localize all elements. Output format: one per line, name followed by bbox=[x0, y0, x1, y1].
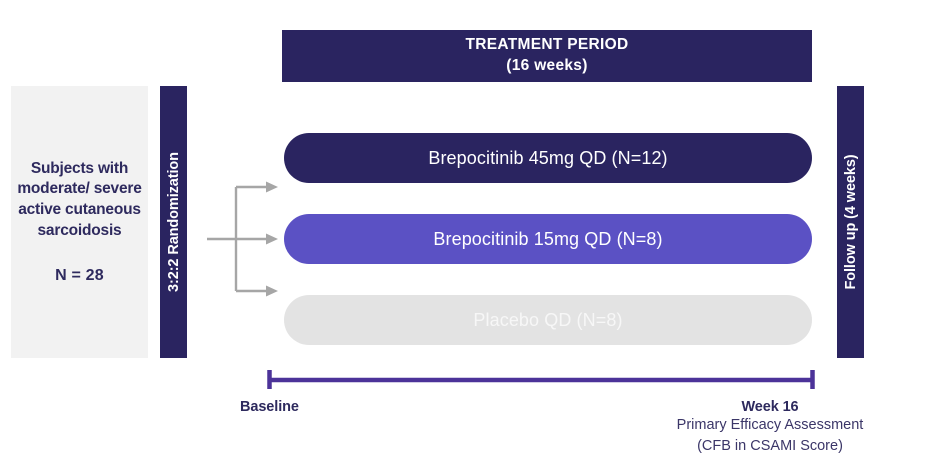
timeline-endpoint-group: Week 16 Primary Efficacy Assessment (CFB… bbox=[620, 399, 920, 457]
arrowhead-bottom bbox=[266, 285, 278, 297]
randomization-bar: 3:2:2 Randomization bbox=[160, 86, 187, 358]
subject-population-box: Subjects with moderate/ severe active cu… bbox=[11, 86, 148, 358]
randomization-label: 3:2:2 Randomization bbox=[165, 152, 182, 292]
treatment-arm-brepocitinib-15mg: Brepocitinib 15mg QD (N=8) bbox=[284, 214, 812, 264]
timeline-baseline-label: Baseline bbox=[240, 399, 299, 415]
treatment-period-duration: (16 weeks) bbox=[506, 57, 588, 74]
randomization-arrows bbox=[207, 181, 278, 297]
treatment-arm-brepocitinib-45mg: Brepocitinib 45mg QD (N=12) bbox=[284, 133, 812, 183]
treatment-arm-label: Placebo QD (N=8) bbox=[473, 309, 623, 330]
subject-population-count: N = 28 bbox=[55, 267, 104, 285]
treatment-period-title: TREATMENT PERIOD bbox=[465, 36, 629, 54]
timeline-week16-label: Week 16 bbox=[741, 399, 799, 415]
arrowhead-top bbox=[266, 181, 278, 193]
treatment-period-banner: TREATMENT PERIOD (16 weeks) bbox=[282, 30, 812, 82]
treatment-arm-placebo: Placebo QD (N=8) bbox=[284, 295, 812, 345]
subject-population-title: Subjects with moderate/ severe active cu… bbox=[17, 159, 142, 239]
primary-endpoint-line2: (CFB in CSAMI Score) bbox=[697, 438, 843, 455]
treatment-arm-label: Brepocitinib 45mg QD (N=12) bbox=[428, 147, 668, 168]
treatment-arm-label: Brepocitinib 15mg QD (N=8) bbox=[433, 228, 663, 249]
followup-label: Follow up (4 weeks) bbox=[842, 154, 859, 290]
followup-bar: Follow up (4 weeks) bbox=[837, 86, 864, 358]
timeline-bracket bbox=[267, 370, 815, 389]
primary-endpoint-line1: Primary Efficacy Assessment bbox=[676, 417, 864, 433]
arrowhead-middle bbox=[266, 233, 278, 245]
